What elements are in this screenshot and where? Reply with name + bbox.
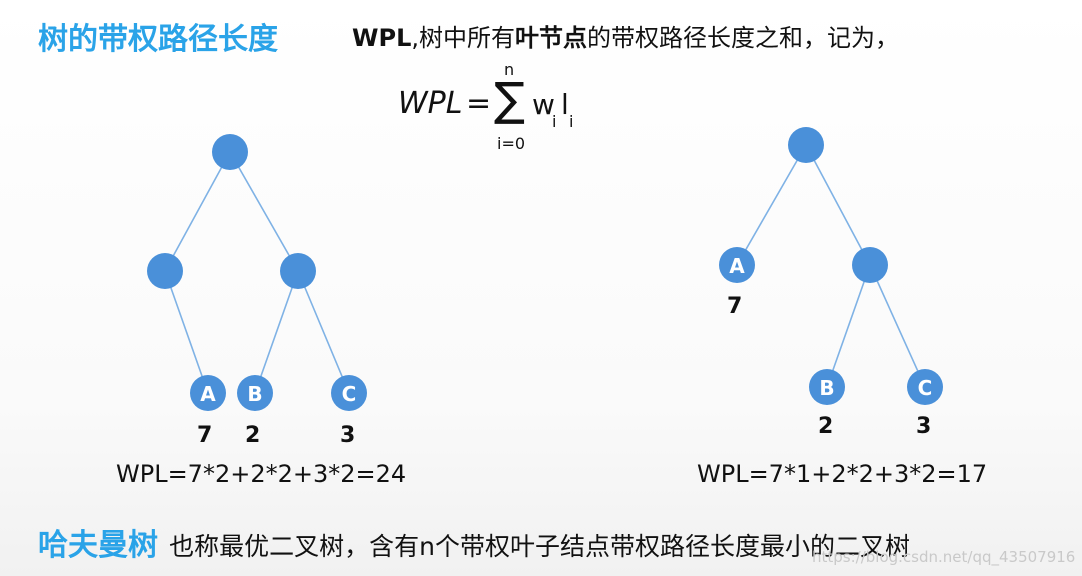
right-leaf-b: B: [809, 369, 845, 405]
right-leaf-c-label: C: [918, 376, 933, 400]
left-internal-node-left: [147, 253, 183, 289]
left-internal-node-right: [280, 253, 316, 289]
left-edge-root-left: [164, 151, 231, 272]
right-tree-edges: [736, 144, 926, 388]
left-edge-left-a: [164, 270, 209, 394]
left-leaf-a-label: A: [200, 382, 216, 406]
right-leaf-b-label: B: [819, 376, 834, 400]
watermark: https://blog.csdn.net/qq_43507916: [812, 548, 1076, 566]
right-edge-root-internal: [805, 144, 871, 266]
right-edge-internal-c: [869, 264, 926, 388]
right-leaf-c: C: [907, 369, 943, 405]
formula-upper: n: [504, 60, 515, 79]
left-edge-right-c: [297, 270, 350, 394]
right-edge-internal-b: [826, 264, 871, 388]
huffman-definition-text: 也称最优二叉树，含有n个带权叶子结点带权路径长度最小的二叉树: [169, 532, 910, 561]
left-tree-edges: [164, 151, 350, 394]
left-wpl-formula: WPL=7*2+2*2+3*2=24: [116, 460, 407, 488]
left-leaf-c: C: [331, 375, 367, 411]
right-weight-b: 2: [818, 414, 834, 439]
right-edge-root-a: [736, 144, 807, 266]
intro-part2: 的带权路径长度之和，记为，: [587, 24, 899, 52]
right-root-node: [788, 127, 824, 163]
slide-title: 树的带权路径长度: [38, 22, 278, 57]
formula-l-sub: i: [569, 112, 574, 131]
left-leaf-b-label: B: [247, 382, 262, 406]
right-weight-a: 7: [727, 294, 743, 319]
left-weight-b: 2: [245, 423, 261, 448]
right-weight-c: 3: [916, 414, 932, 439]
formula-sigma: ∑: [494, 72, 525, 126]
intro-line: WPL,树中所有叶节点的带权路径长度之和，记为，: [352, 18, 899, 53]
left-weight-a: 7: [197, 423, 213, 448]
formula-w: w: [532, 88, 555, 121]
left-weight-c: 3: [340, 423, 356, 448]
left-edge-right-b: [254, 270, 299, 394]
right-leaf-a: A: [719, 247, 755, 283]
right-wpl-formula: WPL=7*1+2*2+3*2=17: [697, 460, 988, 488]
huffman-term: 哈夫曼树: [38, 528, 158, 563]
formula-lhs: WPL: [398, 86, 463, 121]
left-leaf-a: A: [190, 375, 226, 411]
right-tree: A B C: [719, 127, 943, 405]
formula-lower: i=0: [497, 134, 526, 153]
formula-eq: =: [466, 86, 492, 121]
intro-bold: 叶节点: [515, 24, 587, 52]
left-leaf-b: B: [237, 375, 273, 411]
right-internal-node: [852, 247, 888, 283]
intro-part1: ,树中所有: [411, 24, 515, 52]
left-leaf-c-label: C: [342, 382, 357, 406]
intro-prefix: WPL: [352, 24, 412, 52]
left-root-node: [212, 134, 248, 170]
left-tree: A B C: [147, 134, 367, 411]
formula-w-sub: i: [552, 112, 557, 131]
right-leaf-a-label: A: [729, 254, 745, 278]
wpl-formula: WPL = n ∑ i=0 w i l i: [398, 58, 598, 158]
huffman-definition: 哈夫曼树 也称最优二叉树，含有n个带权叶子结点带权路径长度最小的二叉树: [38, 520, 910, 564]
left-edge-root-right: [229, 151, 299, 272]
formula-l: l: [561, 88, 569, 121]
